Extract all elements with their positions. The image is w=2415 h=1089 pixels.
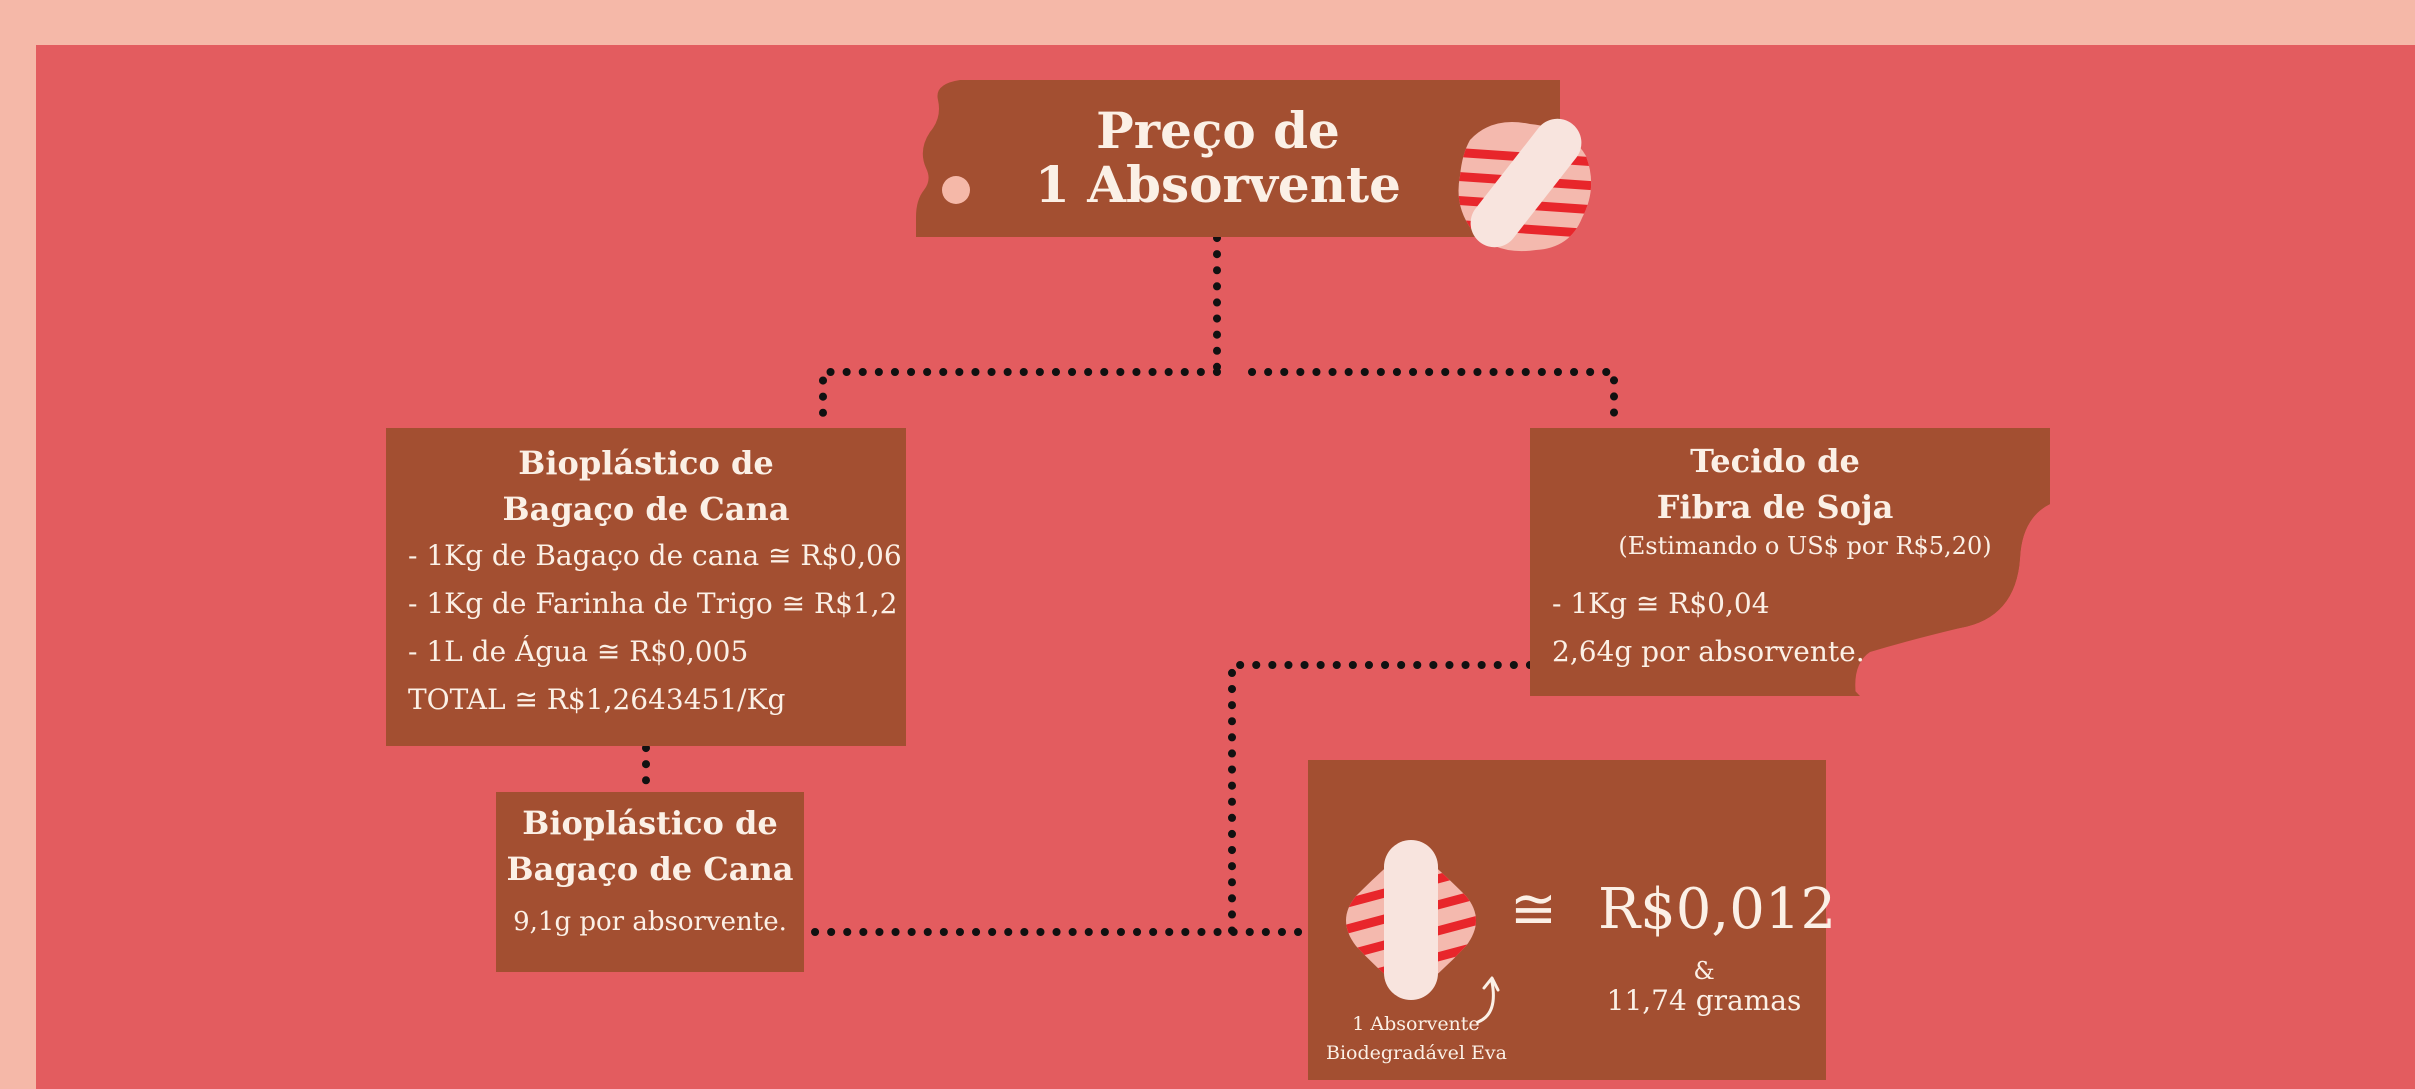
bagaco-item-2: - 1Kg de Farinha de Trigo ≅ R$1,2 <box>408 587 898 620</box>
connector-left-branch <box>819 368 1221 424</box>
bagaco-small-heading-line-1: Bioplástico de <box>522 804 778 842</box>
sanitary-pad-icon <box>1458 118 1592 252</box>
soja-price: - 1Kg ≅ R$0,04 <box>1552 587 1770 620</box>
soja-exchange-note: (Estimando o US$ por R$5,20) <box>1618 532 1992 560</box>
bagaco-weight: 9,1g por absorvente. <box>513 907 787 937</box>
bagaco-total: TOTAL ≅ R$1,2643451/Kg <box>408 683 786 716</box>
soja-box: Tecido de Fibra de Soja (Estimando o US$… <box>1530 428 2050 696</box>
soja-heading-line-1: Tecido de <box>1690 442 1860 480</box>
approx-symbol: ≅ <box>1510 877 1557 942</box>
pad-caption-line-1: 1 Absorvente <box>1352 1013 1480 1035</box>
bagaco-heading-line-1: Bioplástico de <box>518 444 774 482</box>
bagaco-heading-line-2: Bagaço de Cana <box>502 490 790 528</box>
sanitary-pad-icon <box>1346 840 1476 1000</box>
connector-right-branch <box>1248 368 1618 424</box>
title-line-1: Preço de <box>1096 101 1340 160</box>
curved-arrow-icon <box>1476 976 1500 1024</box>
bagaco-item-3: - 1L de Água ≅ R$0,005 <box>408 635 749 668</box>
page-title: Preço de 1 Absorvente <box>916 104 1560 212</box>
bagaco-item-1: - 1Kg de Bagaço de cana ≅ R$0,06 <box>408 539 902 572</box>
bagaco-weight-box: Bioplástico de Bagaço de Cana 9,1g por a… <box>496 792 804 972</box>
bagaco-ingredients-box: Bioplástico de Bagaço de Cana - 1Kg de B… <box>386 428 906 746</box>
result-ampersand: & <box>1693 957 1715 985</box>
title-line-2: 1 Absorvente <box>1035 155 1401 214</box>
result-price: R$0,012 <box>1598 877 1837 942</box>
result-grams: 11,74 gramas <box>1606 984 1802 1017</box>
soja-weight: 2,64g por absorvente. <box>1552 635 1865 668</box>
soja-heading-line-2: Fibra de Soja <box>1656 488 1894 526</box>
pad-caption-line-2: Biodegradável Eva <box>1326 1042 1507 1064</box>
result-box: 1 Absorvente Biodegradável Eva ≅ R$0,012… <box>1308 760 1836 1080</box>
title-tag: Preço de 1 Absorvente <box>916 80 1560 237</box>
connector-soja-to-result <box>1228 661 1534 936</box>
bagaco-small-heading-line-2: Bagaço de Cana <box>506 850 794 888</box>
